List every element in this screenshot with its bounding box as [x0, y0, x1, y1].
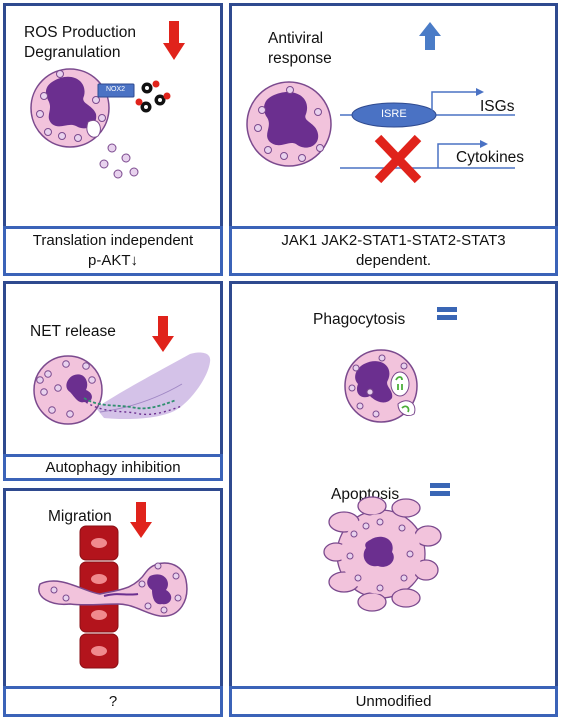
antiviral-illustration [246, 22, 515, 184]
antiviral-gene-isgs: ISGs [480, 98, 515, 115]
ros-title-line1: ROS Production [24, 24, 136, 41]
antiviral-caption-line1: JAK1 JAK2-STAT1-STAT2-STAT3 [281, 232, 506, 249]
migration-caption: ? [3, 686, 223, 717]
antiviral-title-line1: Antiviral [268, 30, 324, 47]
migration-illustration [38, 502, 188, 669]
net-down-arrow-icon [152, 316, 174, 352]
ros-title-line2: Degranulation [24, 44, 121, 61]
apoptosis-title: Apoptosis [331, 486, 400, 503]
net-title: NET release [30, 323, 116, 340]
ros-down-arrow-icon [163, 21, 185, 60]
phago-apoptosis-illustration [323, 307, 457, 612]
phagocytosis-title: Phagocytosis [313, 311, 406, 328]
ros-caption-line2: p-AKT↓ [87, 252, 138, 269]
apoptosis-equals-icon [430, 483, 450, 496]
ros-neutrophil [30, 68, 110, 148]
antiviral-caption: JAK1 JAK2-STAT1-STAT2-STAT3 dependent. [229, 226, 558, 276]
antiviral-caption-line2: dependent. [355, 252, 432, 269]
net-web [96, 352, 211, 420]
antiviral-isre-label: ISRE [381, 108, 407, 120]
net-caption: Autophagy inhibition [3, 454, 223, 481]
migration-title: Migration [48, 508, 112, 525]
phago-apoptosis-caption: Unmodified [229, 686, 558, 717]
phagocytosis-equals-icon [437, 307, 457, 320]
antiviral-up-arrow-icon [419, 22, 441, 50]
ros-caption: Translation independent p-AKT↓ [3, 226, 223, 276]
ros-enzyme-label: NOX2 [106, 86, 126, 93]
antiviral-title-line2: response [268, 50, 332, 67]
ros-illustration [30, 21, 185, 179]
ros-molecules [135, 80, 171, 113]
migration-down-arrow-icon [130, 502, 152, 538]
ros-released-granules [99, 143, 139, 179]
phagocytosis-neutrophil [344, 349, 418, 423]
antiviral-block-x-icon [374, 134, 422, 184]
net-illustration [33, 316, 211, 425]
antiviral-gene-cytokines: Cytokines [456, 149, 525, 166]
ros-caption-line1: Translation independent [32, 232, 194, 249]
migration-endothelium [79, 525, 119, 669]
net-neutrophil [33, 355, 103, 425]
antiviral-neutrophil [246, 81, 332, 167]
